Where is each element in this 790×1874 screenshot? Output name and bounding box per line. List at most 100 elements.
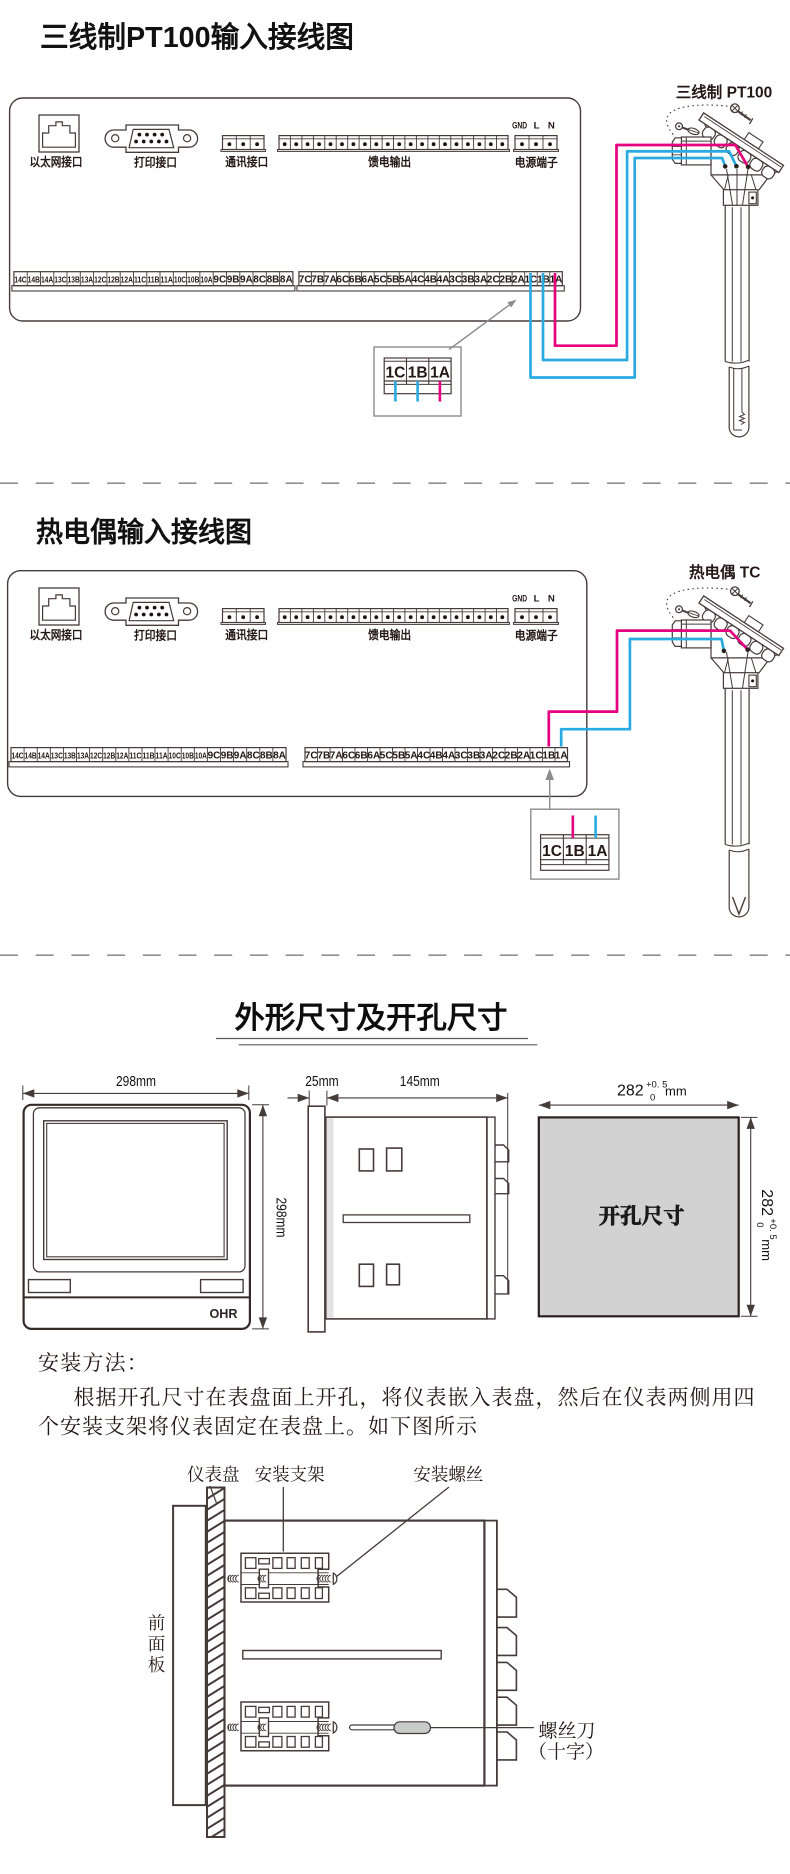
svg-text:14C: 14C — [11, 751, 24, 761]
svg-text:1A: 1A — [555, 751, 568, 762]
svg-text:8B: 8B — [260, 751, 273, 762]
svg-text:L: L — [534, 120, 540, 131]
svg-text:10A: 10A — [200, 275, 213, 285]
svg-text:1C: 1C — [385, 365, 405, 382]
svg-text:5A: 5A — [399, 275, 412, 286]
svg-text:1C: 1C — [542, 843, 562, 860]
svg-text:8C: 8C — [253, 275, 266, 286]
svg-text:mm: mm — [665, 1084, 687, 1099]
svg-text:以太网接口: 以太网接口 — [30, 627, 83, 642]
svg-text:2B: 2B — [500, 275, 513, 286]
svg-text:6C: 6C — [342, 751, 355, 762]
svg-text:14A: 14A — [38, 751, 51, 761]
svg-text:7A: 7A — [324, 275, 337, 286]
svg-text:8A: 8A — [273, 751, 286, 762]
svg-text:7A: 7A — [330, 751, 343, 762]
svg-text:3A: 3A — [474, 275, 487, 286]
svg-text:开孔尺寸: 开孔尺寸 — [599, 1205, 685, 1229]
svg-text:11C: 11C — [129, 751, 142, 761]
svg-text:8A: 8A — [280, 275, 293, 286]
svg-text:10C: 10C — [169, 751, 182, 761]
svg-text:6A: 6A — [367, 751, 380, 762]
svg-text:5C: 5C — [374, 275, 387, 286]
svg-text:298mm: 298mm — [273, 1198, 289, 1238]
svg-text:4C: 4C — [417, 751, 430, 762]
svg-text:4A: 4A — [442, 751, 455, 762]
svg-text:打印接口: 打印接口 — [134, 628, 177, 643]
svg-text:0: 0 — [650, 1093, 655, 1104]
svg-text:OHR: OHR — [210, 1306, 239, 1321]
svg-text:安装支架: 安装支架 — [255, 1465, 325, 1485]
svg-text:打印接口: 打印接口 — [134, 155, 177, 170]
svg-text:板: 板 — [148, 1655, 166, 1675]
svg-text:面: 面 — [148, 1634, 166, 1654]
svg-text:1C: 1C — [530, 751, 543, 762]
svg-text:安装螺丝: 安装螺丝 — [413, 1465, 483, 1485]
svg-text:N: N — [548, 120, 555, 131]
svg-text:13B: 13B — [64, 751, 76, 761]
svg-text:+0. 5: +0. 5 — [767, 1218, 778, 1239]
svg-text:根据开孔尺寸在表盘面上开孔，将仪表嵌入表盘，然后在仪表两侧用: 根据开孔尺寸在表盘面上开孔，将仪表嵌入表盘，然后在仪表两侧用四 — [74, 1386, 756, 1411]
svg-text:前: 前 — [148, 1613, 166, 1633]
svg-text:电源端子: 电源端子 — [515, 628, 558, 643]
svg-text:通讯接口: 通讯接口 — [225, 627, 268, 642]
svg-text:9A: 9A — [240, 275, 253, 286]
svg-text:GND: GND — [512, 120, 527, 131]
svg-text:12A: 12A — [116, 751, 129, 761]
svg-text:11C: 11C — [134, 275, 147, 285]
svg-text:2A: 2A — [512, 275, 525, 286]
svg-text:298mm: 298mm — [116, 1074, 156, 1090]
svg-text:14A: 14A — [41, 275, 54, 285]
svg-text:13A: 13A — [81, 275, 94, 285]
svg-text:三线制 PT100: 三线制 PT100 — [676, 83, 772, 102]
svg-text:14B: 14B — [25, 751, 37, 761]
svg-text:安装方法：: 安装方法： — [38, 1351, 149, 1375]
svg-text:3B: 3B — [467, 751, 480, 762]
svg-text:9C: 9C — [208, 751, 221, 762]
svg-text:8B: 8B — [267, 275, 280, 286]
svg-text:11A: 11A — [156, 751, 169, 761]
svg-text:mm: mm — [759, 1239, 774, 1261]
svg-text:9C: 9C — [213, 275, 226, 286]
svg-text:3C: 3C — [449, 275, 462, 286]
svg-text:2B: 2B — [505, 751, 518, 762]
svg-text:+0. 5: +0. 5 — [646, 1080, 667, 1091]
svg-text:8C: 8C — [247, 751, 260, 762]
svg-text:GND: GND — [512, 593, 527, 604]
svg-text:13C: 13C — [51, 751, 64, 761]
svg-text:3B: 3B — [462, 275, 475, 286]
svg-text:10C: 10C — [174, 275, 187, 285]
svg-text:12B: 12B — [107, 275, 119, 285]
svg-text:10B: 10B — [187, 275, 199, 285]
svg-text:个安装支架将仪表固定在表盘上。如下图所示: 个安装支架将仪表固定在表盘上。如下图所示 — [38, 1415, 478, 1439]
svg-text:13B: 13B — [68, 275, 80, 285]
svg-text:10A: 10A — [195, 751, 208, 761]
svg-text:6A: 6A — [362, 275, 375, 286]
svg-text:N: N — [548, 593, 555, 604]
svg-text:13C: 13C — [54, 275, 67, 285]
svg-text:馈电输出: 馈电输出 — [368, 154, 411, 169]
svg-text:5C: 5C — [380, 751, 393, 762]
svg-text:9B: 9B — [221, 751, 234, 762]
svg-text:电源端子: 电源端子 — [515, 155, 558, 170]
svg-text:11B: 11B — [147, 275, 159, 285]
svg-text:热电偶输入接线图: 热电偶输入接线图 — [36, 516, 252, 548]
svg-text:5B: 5B — [392, 751, 405, 762]
svg-text:仪表盘: 仪表盘 — [187, 1465, 240, 1485]
svg-text:1A: 1A — [430, 365, 450, 382]
svg-text:以太网接口: 以太网接口 — [30, 154, 83, 169]
svg-text:6B: 6B — [349, 275, 362, 286]
svg-text:1B: 1B — [408, 365, 428, 382]
svg-text:4B: 4B — [430, 751, 443, 762]
svg-text:馈电输出: 馈电输出 — [368, 627, 411, 642]
svg-text:5B: 5B — [387, 275, 400, 286]
svg-text:145mm: 145mm — [400, 1074, 440, 1090]
svg-text:三线制PT100输入接线图: 三线制PT100输入接线图 — [40, 20, 354, 54]
svg-text:282: 282 — [617, 1083, 644, 1100]
svg-text:9B: 9B — [227, 275, 240, 286]
svg-text:12C: 12C — [90, 751, 103, 761]
svg-text:4C: 4C — [412, 275, 425, 286]
svg-text:1B: 1B — [565, 843, 585, 860]
svg-text:11B: 11B — [142, 751, 154, 761]
svg-text:热电偶 TC: 热电偶 TC — [689, 563, 760, 582]
